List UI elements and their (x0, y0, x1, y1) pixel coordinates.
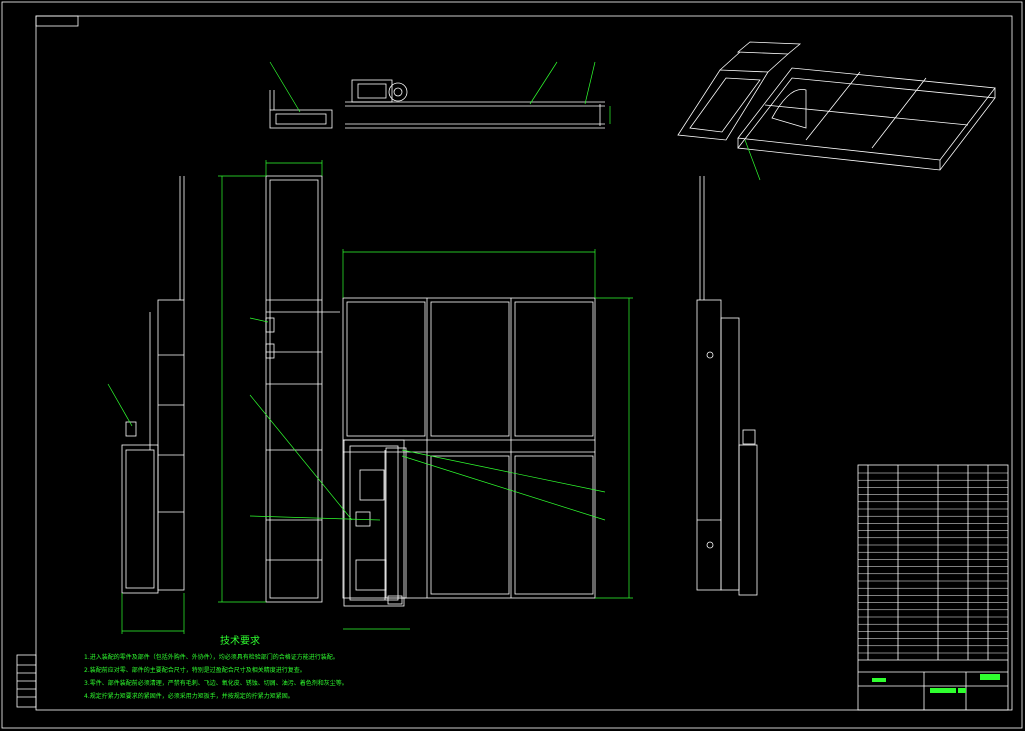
title-block (857, 464, 1009, 711)
code-box (35, 15, 79, 27)
right-side-view (696, 176, 758, 596)
tech-note-3: 3.零件、部件装配前必须清理，严禁有毛刺、飞边、氧化皮、锈蚀、切屑、油污、着色剂… (84, 680, 348, 687)
dimension-lines (107, 61, 761, 634)
front-view (265, 175, 596, 607)
left-side-view (121, 176, 185, 594)
left-revision-table (16, 654, 37, 708)
top-side-view (269, 79, 605, 129)
tech-note-4: 4.规定拧紧力矩要求的紧固件，必须采用力矩扳手，并按规定的拧紧力矩紧固。 (84, 693, 294, 700)
tech-note-2: 2.装配前应对零、部件的主要配合尺寸，特别是过盈配合尺寸及相关精度进行复查。 (84, 667, 306, 674)
tech-requirements-title: 技术要求 (220, 636, 260, 647)
isometric-view (677, 41, 996, 171)
tech-note-1: 1.进入装配的零件及部件（包括外购件、外协件），均必须具有检验部门的合格证方能进… (84, 654, 339, 661)
title-block-fills (872, 674, 1000, 693)
inner-frame (35, 15, 1013, 711)
